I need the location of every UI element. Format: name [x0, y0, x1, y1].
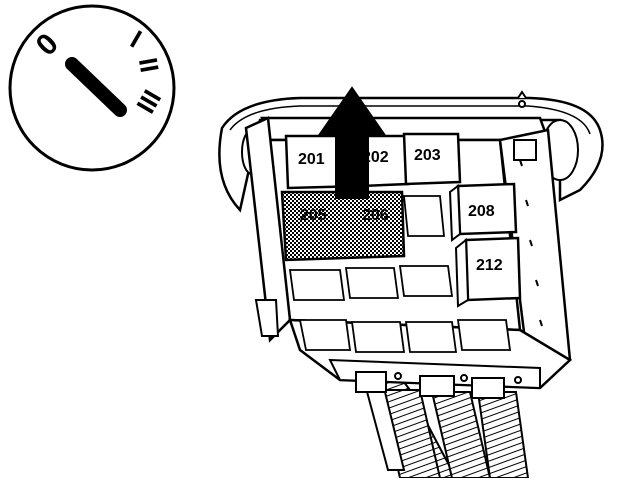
relay-203[interactable]: 203	[402, 132, 462, 186]
key-slot	[65, 57, 127, 117]
relay-201-label: 201	[298, 151, 325, 168]
relay-205-206[interactable]: 205 206	[280, 190, 406, 262]
ignition-switch: 0 I II III	[8, 4, 176, 172]
socket-grid	[288, 195, 512, 353]
relay-208[interactable]: 208	[448, 182, 518, 242]
relay-212-label: 212	[476, 257, 503, 274]
relay-208-label: 208	[468, 203, 495, 220]
relay-205-label: 205	[300, 207, 327, 224]
relay-212[interactable]: 212	[454, 236, 522, 308]
relay-206-label: 206	[362, 207, 389, 224]
removal-arrow-icon	[318, 86, 386, 199]
clip-marks	[517, 90, 527, 108]
position-marker-2: II	[133, 55, 165, 74]
relay-203-label: 203	[414, 147, 441, 164]
connector-plugs	[355, 371, 522, 399]
